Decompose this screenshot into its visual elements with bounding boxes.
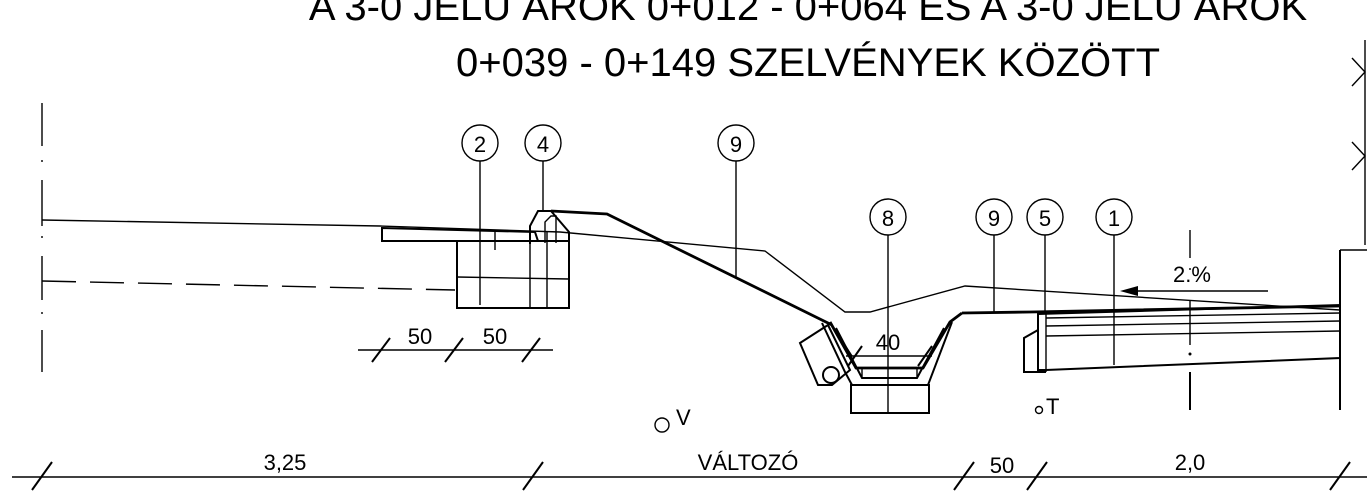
dimension-50-bottom: 50	[990, 453, 1014, 478]
marker-v: V	[654, 405, 691, 433]
svg-text:4: 4	[537, 132, 549, 157]
callout-1: 1	[1095, 198, 1133, 365]
svg-text:2: 2	[474, 132, 486, 157]
embankment-slope-line	[550, 209, 833, 327]
existing-ground-line	[41, 219, 1341, 313]
svg-text:5: 5	[1039, 206, 1051, 231]
svg-text:9: 9	[988, 206, 1000, 231]
curb-structure-left	[381, 210, 570, 309]
pavement-structure-right	[1023, 303, 1341, 373]
callout-9-right: 9	[975, 198, 1013, 313]
right-centerline	[1188, 230, 1192, 410]
dimension-2-0: 2,0	[1175, 450, 1206, 475]
dimension-variable: VÁLTOZÓ	[698, 450, 799, 475]
subgrade-dashed-line	[41, 280, 456, 291]
title-line-2: 0+039 - 0+149 SZELVÉNYEK KÖZÖTT	[456, 40, 1160, 85]
dimension-50-a: 50	[408, 324, 432, 349]
right-border	[1339, 40, 1367, 410]
callout-5: 5	[1026, 198, 1064, 314]
slope-label: 2.%	[1173, 262, 1211, 287]
svg-text:8: 8	[882, 206, 894, 231]
svg-text:1: 1	[1108, 206, 1120, 231]
dimension-50-b: 50	[483, 324, 507, 349]
callout-4: 4	[524, 124, 562, 212]
title-line-1: A 3-0 JELŰ ÁROK 0+012 - 0+064 ÉS A 3-0 J…	[309, 0, 1308, 29]
ditch-structure	[798, 311, 963, 414]
dimension-50-50: 50 50	[358, 324, 553, 363]
svg-text:9: 9	[730, 132, 742, 157]
callout-9-left: 9	[717, 124, 755, 278]
callout-2: 2	[461, 124, 499, 305]
svg-text:T: T	[1046, 394, 1059, 419]
dimension-3-25: 3,25	[264, 450, 307, 475]
svg-text:V: V	[676, 405, 691, 430]
dimension-40: 40	[846, 330, 933, 367]
callout-8: 8	[869, 198, 907, 412]
bottom-dimension-chain: 3,25 VÁLTOZÓ 50 2,0	[12, 450, 1367, 491]
slope-arrow	[1120, 286, 1268, 296]
marker-t: T	[1034, 394, 1059, 419]
svg-text:40: 40	[876, 330, 900, 355]
